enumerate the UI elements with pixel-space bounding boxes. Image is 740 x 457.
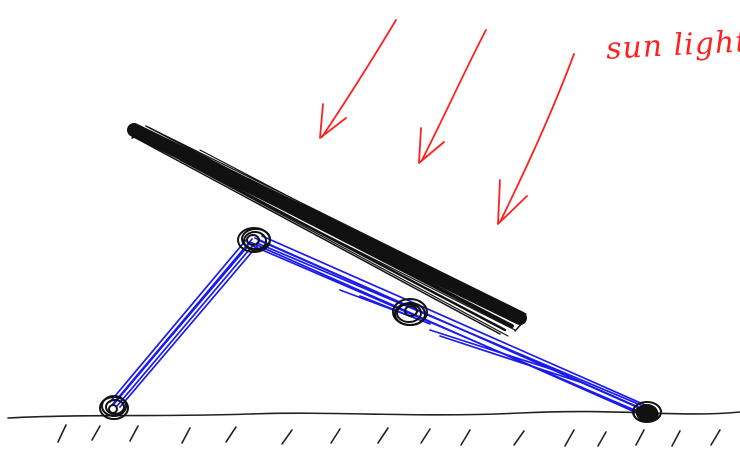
sunlight-arrows: [319, 19, 575, 225]
hatch-mark: [57, 424, 67, 443]
hatch-mark: [597, 431, 607, 447]
hatch-mark: [91, 425, 101, 441]
joint-top-pivot: [237, 227, 271, 253]
hatch-mark: [225, 426, 237, 443]
sunlight-label: sun light: [605, 24, 740, 67]
hatch-mark: [420, 428, 431, 444]
ground-hatching: [57, 424, 721, 447]
joint-rear-foot: [632, 401, 662, 423]
hatch-mark: [330, 428, 341, 444]
hatch-mark: [635, 429, 645, 446]
hatch-mark: [513, 430, 525, 446]
joints: [99, 227, 662, 423]
joint-mid-pivot: [392, 298, 428, 326]
hatch-mark: [460, 429, 471, 446]
hatch-mark: [281, 429, 293, 445]
hatch-mark: [710, 429, 721, 446]
hatch-mark: [564, 429, 575, 447]
front-leg: [109, 238, 258, 408]
hatch-mark: [377, 427, 389, 444]
rear-strut: [249, 235, 653, 417]
solar-panel: [127, 123, 527, 337]
hatch-mark: [181, 427, 191, 444]
sunlight-arrow: [319, 19, 397, 139]
sunlight-arrow: [418, 29, 487, 164]
hatch-mark: [671, 430, 681, 447]
sunlight-arrow: [497, 53, 575, 225]
hatch-mark: [129, 425, 139, 442]
joint-front-foot: [99, 395, 129, 420]
